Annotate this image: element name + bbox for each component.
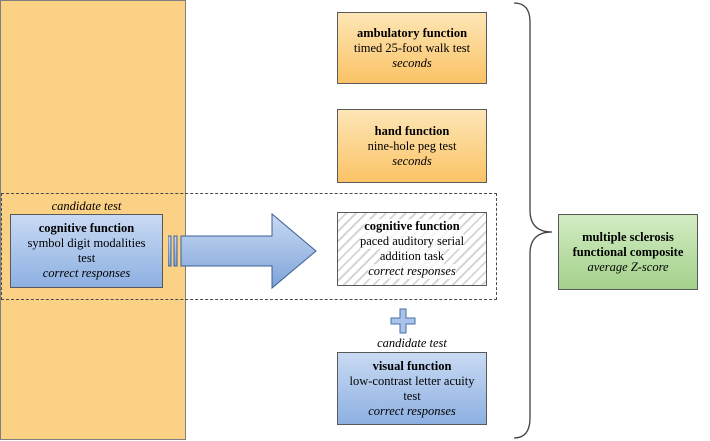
visual-function-test-line1: low-contrast letter acuity xyxy=(349,373,475,388)
arrow-stripe-1 xyxy=(168,235,172,267)
sdmt-test-line1: symbol digit modalities xyxy=(27,236,146,250)
visual-function-test-line2: test xyxy=(403,388,421,403)
hand-function-box: hand function nine-hole peg test seconds xyxy=(337,109,487,183)
cognitive-function-test-line1: paced auditory serial xyxy=(359,234,465,249)
msfc-unit: average Z-score xyxy=(587,259,669,274)
plus-icon xyxy=(390,308,416,334)
visual-function-unit: correct responses xyxy=(368,403,456,418)
cognitive-function-test-line2: addition task xyxy=(379,249,445,264)
sdmt-title: cognitive function xyxy=(38,221,135,235)
cognitive-function-unit: correct responses xyxy=(368,264,456,279)
replacement-arrow xyxy=(168,212,317,290)
visual-candidate-caption: candidate test xyxy=(377,336,447,350)
hand-function-test: nine-hole peg test xyxy=(367,138,457,153)
visual-function-title: visual function xyxy=(372,358,452,373)
arrow-body xyxy=(180,212,317,290)
arrow-stripe-2 xyxy=(173,235,178,267)
hand-function-unit: seconds xyxy=(392,153,432,168)
hand-function-title: hand function xyxy=(374,123,450,138)
msfc-title-line2: functional composite xyxy=(572,244,684,259)
cognitive-function-box: cognitive function paced auditory serial… xyxy=(337,212,487,286)
sdmt-unit: correct responses xyxy=(42,266,131,280)
ambulatory-function-test: timed 25-foot walk test xyxy=(353,40,471,55)
msfc-title-line1: multiple sclerosis xyxy=(582,229,674,244)
composite-brace xyxy=(513,2,553,439)
ambulatory-function-title: ambulatory function xyxy=(356,25,468,40)
visual-function-box: visual function low-contrast letter acui… xyxy=(337,352,487,425)
cognitive-function-title: cognitive function xyxy=(364,219,460,234)
ambulatory-function-unit: seconds xyxy=(392,55,432,70)
sdmt-test-line2: test xyxy=(77,251,96,265)
ambulatory-function-box: ambulatory function timed 25-foot walk t… xyxy=(337,12,487,84)
left-candidate-caption: candidate test xyxy=(51,199,122,213)
msfc-composite-box: multiple sclerosis functional composite … xyxy=(558,214,698,290)
sdmt-candidate-box: cognitive function symbol digit modaliti… xyxy=(10,214,163,288)
candidate-replacement-group xyxy=(1,193,497,300)
